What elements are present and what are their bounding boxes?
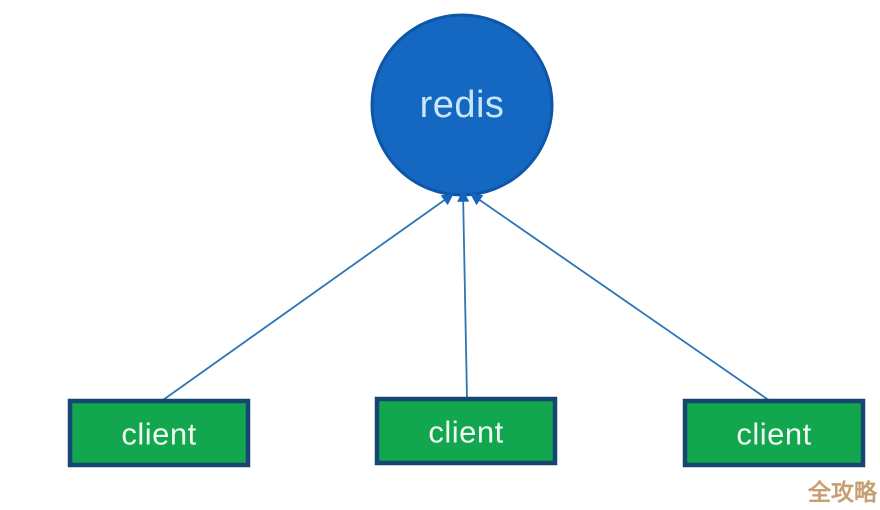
edge-client-right-to-redis	[470, 193, 771, 402]
edge-client-left-to-redis	[162, 193, 454, 401]
client-node-right-label: client	[736, 417, 811, 452]
redis-node-label: redis	[420, 84, 505, 126]
client-node-middle-label: client	[428, 415, 503, 450]
client-node-left-label: client	[121, 417, 196, 452]
client-node-right: client	[682, 398, 866, 468]
client-node-left-box	[67, 398, 251, 468]
watermark-text: 全攻略	[807, 479, 878, 506]
client-node-middle-box	[374, 396, 558, 466]
client-node-right-box	[682, 398, 866, 468]
client-node-left: client	[67, 398, 251, 468]
edge-client-middle-to-redis	[457, 189, 470, 400]
client-node-middle: client	[374, 396, 558, 466]
